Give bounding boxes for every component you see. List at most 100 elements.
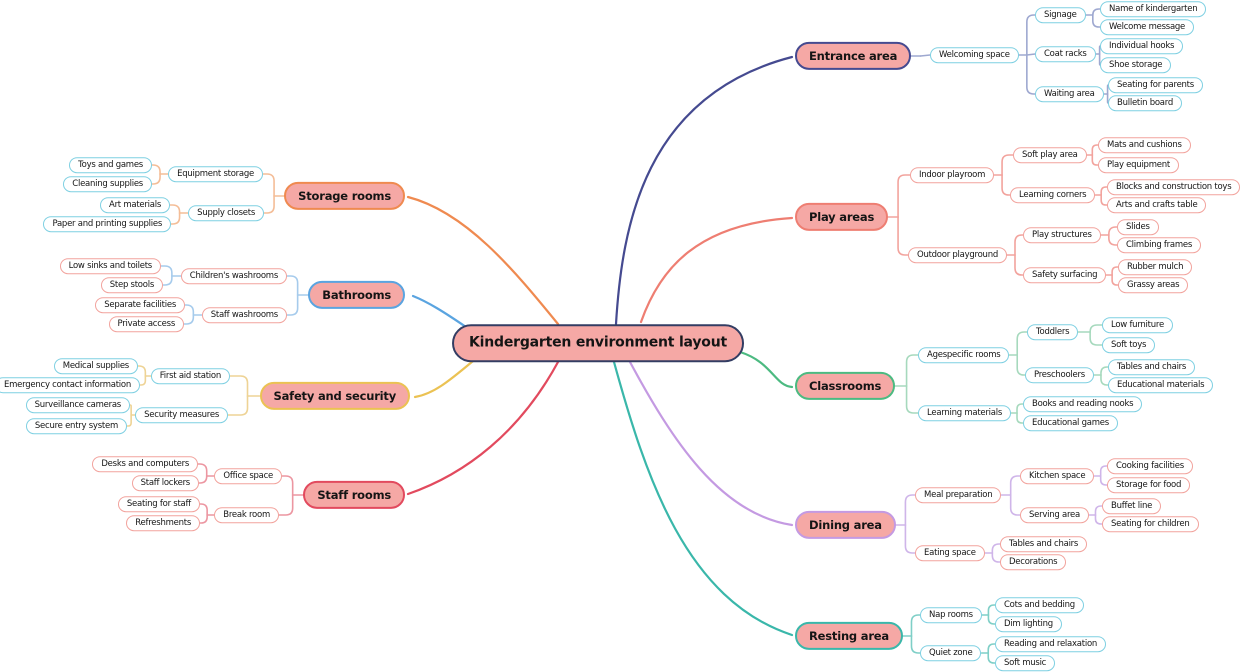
node-dim-lighting[interactable]: Dim lighting (995, 616, 1062, 632)
node-storage-rooms[interactable]: Storage rooms (284, 181, 405, 211)
node-storage-for-food[interactable]: Storage for food (1107, 477, 1191, 493)
node-surveillance-cameras[interactable]: Surveillance cameras (25, 397, 130, 413)
node-secure-entry-system[interactable]: Secure entry system (25, 418, 127, 434)
node-office-space[interactable]: Office space (214, 468, 282, 484)
node-step-stools[interactable]: Step stools (100, 277, 163, 293)
node-safety-surfacing[interactable]: Safety surfacing (1023, 267, 1107, 283)
node-nap-rooms[interactable]: Nap rooms (920, 607, 982, 623)
node-art-materials[interactable]: Art materials (100, 197, 170, 213)
node-tables-and-chairs[interactable]: Tables and chairs (1000, 536, 1088, 552)
node-equipment-storage[interactable]: Equipment storage (168, 166, 263, 182)
node-refreshments[interactable]: Refreshments (126, 515, 200, 531)
node-staff-washrooms[interactable]: Staff washrooms (201, 307, 287, 323)
node-kitchen-space[interactable]: Kitchen space (1020, 468, 1095, 484)
node-seating-for-parents[interactable]: Seating for parents (1108, 77, 1203, 93)
node-dining-area[interactable]: Dining area (795, 510, 896, 540)
node-quiet-zone[interactable]: Quiet zone (920, 645, 982, 661)
node-children-s-washrooms[interactable]: Children's washrooms (180, 268, 287, 284)
node-seating-for-children[interactable]: Seating for children (1102, 516, 1199, 532)
node-desks-and-computers[interactable]: Desks and computers (92, 456, 198, 472)
node-classrooms[interactable]: Classrooms (795, 371, 896, 401)
bracket-link-toddlers (1016, 331, 1028, 356)
bracket-link-outdoor-playground (897, 216, 909, 256)
bracket-link-meal-preparation (904, 494, 916, 526)
node-serving-area[interactable]: Serving area (1020, 507, 1089, 523)
node-educational-materials[interactable]: Educational materials (1108, 377, 1214, 393)
node-staff-lockers[interactable]: Staff lockers (131, 475, 199, 491)
node-individual-hooks[interactable]: Individual hooks (1100, 38, 1184, 54)
node-blocks-and-construction-toys[interactable]: Blocks and construction toys (1107, 179, 1240, 195)
node-first-aid-station[interactable]: First aid station (150, 368, 230, 384)
node-cots-and-bedding[interactable]: Cots and bedding (995, 597, 1084, 613)
node-cleaning-supplies[interactable]: Cleaning supplies (63, 176, 152, 192)
node-toddlers[interactable]: Toddlers (1027, 324, 1079, 340)
bracket-link-safety-surfacing (1014, 254, 1024, 276)
node-kindergarten-environment-layout[interactable]: Kindergarten environment layout (452, 324, 744, 362)
node-emergency-contact-information[interactable]: Emergency contact information (0, 377, 140, 393)
node-soft-play-area[interactable]: Soft play area (1013, 147, 1087, 163)
node-decorations[interactable]: Decorations (1000, 554, 1067, 570)
node-preschoolers[interactable]: Preschoolers (1025, 367, 1094, 383)
node-welcome-message[interactable]: Welcome message (1100, 19, 1195, 35)
node-low-furniture[interactable]: Low furniture (1102, 317, 1173, 333)
node-tables-and-chairs[interactable]: Tables and chairs (1108, 359, 1196, 375)
branch-curve-safety-and-security (413, 359, 475, 399)
node-agespecific-rooms[interactable]: Agespecific rooms (918, 347, 1010, 363)
node-grassy-areas[interactable]: Grassy areas (1118, 277, 1189, 293)
node-soft-music[interactable]: Soft music (995, 655, 1056, 671)
node-break-room[interactable]: Break room (214, 507, 279, 523)
bracket-link-secure-entry-system (126, 414, 132, 427)
node-slides[interactable]: Slides (1117, 219, 1159, 235)
node-low-sinks-and-toilets[interactable]: Low sinks and toilets (59, 258, 161, 274)
node-coat-racks[interactable]: Coat racks (1035, 46, 1096, 62)
node-name-of-kindergarten[interactable]: Name of kindergarten (1100, 1, 1207, 17)
bracket-link-mats-and-cushions (1091, 144, 1099, 156)
node-arts-and-crafts-table[interactable]: Arts and crafts table (1107, 197, 1207, 213)
node-seating-for-staff[interactable]: Seating for staff (117, 496, 200, 512)
node-medical-supplies[interactable]: Medical supplies (53, 358, 138, 374)
bracket-link-rubber-mulch (1111, 266, 1119, 276)
node-learning-materials[interactable]: Learning materials (918, 405, 1012, 421)
node-books-and-reading-nooks[interactable]: Books and reading nooks (1023, 396, 1143, 412)
node-play-structures[interactable]: Play structures (1023, 227, 1101, 243)
node-mats-and-cushions[interactable]: Mats and cushions (1098, 137, 1191, 153)
branch-curve-entrance-area (614, 55, 794, 326)
node-waiting-area[interactable]: Waiting area (1035, 86, 1104, 102)
node-play-equipment[interactable]: Play equipment (1098, 157, 1179, 173)
node-outdoor-playground[interactable]: Outdoor playground (908, 247, 1007, 263)
node-learning-corners[interactable]: Learning corners (1010, 187, 1096, 203)
bracket-link-medical-supplies (137, 365, 147, 377)
node-shoe-storage[interactable]: Shoe storage (1100, 57, 1172, 73)
node-safety-and-security[interactable]: Safety and security (259, 381, 410, 411)
node-bathrooms[interactable]: Bathrooms (308, 280, 405, 310)
node-buffet-line[interactable]: Buffet line (1102, 498, 1162, 514)
node-indoor-playroom[interactable]: Indoor playroom (910, 167, 995, 183)
node-signage[interactable]: Signage (1035, 7, 1086, 23)
node-resting-area[interactable]: Resting area (795, 621, 903, 651)
node-security-measures[interactable]: Security measures (135, 407, 228, 423)
node-soft-toys[interactable]: Soft toys (1102, 337, 1156, 353)
node-private-access[interactable]: Private access (108, 316, 184, 332)
bracket-link-kitchen-space (1009, 475, 1021, 496)
node-staff-rooms[interactable]: Staff rooms (303, 480, 405, 510)
node-reading-and-relaxation[interactable]: Reading and relaxation (995, 636, 1107, 652)
bracket-link-tables-and-chairs (991, 543, 1001, 554)
node-play-areas[interactable]: Play areas (795, 202, 889, 232)
node-educational-games[interactable]: Educational games (1023, 415, 1118, 431)
node-supply-closets[interactable]: Supply closets (188, 205, 264, 221)
node-cooking-facilities[interactable]: Cooking facilities (1107, 458, 1193, 474)
node-paper-and-printing-supplies[interactable]: Paper and printing supplies (43, 216, 171, 232)
node-eating-space[interactable]: Eating space (915, 545, 985, 561)
node-meal-preparation[interactable]: Meal preparation (915, 487, 1002, 503)
bracket-link-buffet-line (1094, 505, 1103, 516)
node-rubber-mulch[interactable]: Rubber mulch (1118, 259, 1193, 275)
bracket-link-dim-lighting (987, 614, 996, 625)
node-entrance-area[interactable]: Entrance area (795, 41, 912, 71)
bracket-link-toys-and-games (151, 164, 161, 175)
node-bulletin-board[interactable]: Bulletin board (1108, 95, 1182, 111)
bracket-link-seating-for-children (1094, 514, 1103, 525)
node-separate-facilities[interactable]: Separate facilities (95, 297, 185, 313)
node-toys-and-games[interactable]: Toys and games (69, 157, 152, 173)
node-climbing-frames[interactable]: Climbing frames (1117, 237, 1202, 253)
node-welcoming-space[interactable]: Welcoming space (930, 47, 1019, 63)
